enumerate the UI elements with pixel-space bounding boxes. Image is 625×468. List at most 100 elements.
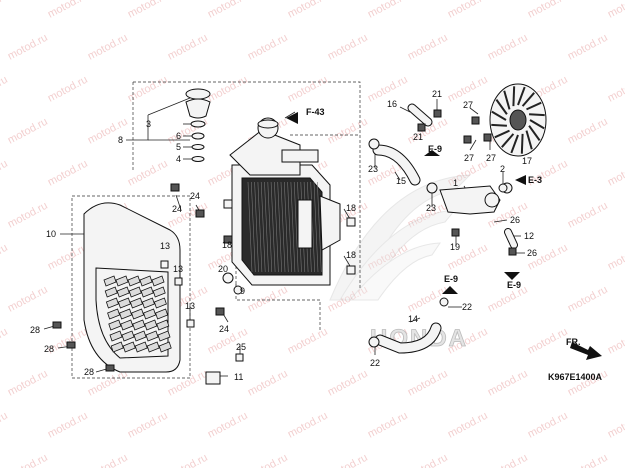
watermark-text: motod.ru	[446, 410, 490, 441]
watermark-text: motod.ru	[246, 368, 290, 399]
callout-15: 15	[396, 176, 406, 186]
ref-arrows	[286, 112, 526, 294]
watermark-text: motod.ru	[46, 0, 90, 21]
grille-slat	[119, 308, 133, 320]
callout-13-a: 13	[160, 241, 170, 251]
watermark-text: motod.ru	[0, 410, 10, 441]
fan-blade	[521, 92, 535, 107]
callout-24-b: 24	[190, 191, 200, 201]
fan-blade	[528, 125, 541, 141]
ref-e9-a: E-9	[428, 144, 442, 154]
callout-8: 8	[118, 135, 123, 145]
grille-slat	[140, 286, 154, 298]
grille-slat	[129, 297, 143, 309]
watermark-text: motod.ru	[166, 452, 210, 468]
radiator-fin	[267, 181, 273, 273]
grille-slat	[108, 319, 122, 331]
diagram-code: K967E1400A	[548, 372, 603, 382]
callout-labels: F-43 E-9 E-3 E-9 E-9 1 2 3 4 5 6 8 9 10 …	[30, 89, 603, 382]
grille-slat	[121, 330, 135, 342]
watermark-text: motod.ru	[606, 242, 625, 273]
watermark-text: motod.ru	[0, 74, 10, 105]
fr-label: FR.	[566, 337, 581, 347]
watermark-text: motod.ru	[606, 0, 625, 21]
grille-slat	[151, 275, 165, 287]
callout-11: 11	[234, 372, 243, 382]
watermark-text: motod.ru	[286, 0, 330, 21]
grille-slat	[107, 308, 121, 320]
watermark-text: motod.ru	[406, 368, 450, 399]
fan-blade	[526, 101, 542, 111]
grille-slat	[122, 341, 136, 353]
watermark-text: motod.ru	[166, 32, 210, 63]
grille-slat	[117, 297, 131, 309]
callout-25: 25	[236, 342, 246, 352]
watermark-text: motod.ru	[486, 452, 530, 468]
watermark-text: motod.ru	[246, 284, 290, 315]
radiator-fin	[274, 181, 279, 273]
watermark-text: motod.ru	[46, 410, 90, 441]
hoses	[372, 103, 518, 354]
fan-blade	[517, 86, 526, 106]
callout-6: 6	[176, 131, 181, 141]
watermark-text: motod.ru	[486, 32, 530, 63]
callout-18-b: 18	[346, 203, 356, 213]
ref-e9-c: E-9	[444, 274, 458, 284]
watermark-text: motod.ru	[86, 116, 130, 147]
radiator-core	[229, 117, 341, 286]
callout-23-a: 23	[368, 164, 378, 174]
radiator-fin	[287, 181, 292, 273]
watermark-text: motod.ru	[86, 452, 130, 468]
callout-26-b: 26	[527, 248, 537, 258]
radiator-fin	[293, 181, 299, 273]
callout-18-c: 18	[346, 250, 356, 260]
watermark-text: motod.ru	[206, 74, 250, 105]
callout-24-c: 24	[219, 324, 229, 334]
callout-22-a: 22	[462, 302, 472, 312]
grille-slat	[120, 319, 134, 331]
grille-slat	[145, 330, 159, 342]
watermark-text: motod.ru	[0, 242, 10, 273]
watermark-text: motod.ru	[326, 452, 370, 468]
fan-blade	[525, 130, 533, 150]
watermark-text: motod.ru	[326, 32, 370, 63]
fan-blade	[494, 129, 510, 139]
callout-28-a: 28	[30, 325, 40, 335]
watermark-text: motod.ru	[406, 32, 450, 63]
watermark-text: motod.ru	[406, 452, 450, 468]
callout-28-c: 28	[84, 367, 94, 377]
grille-slat	[139, 275, 153, 287]
callout-3: 3	[146, 119, 151, 129]
callout-13-b: 13	[173, 264, 183, 274]
watermark-text: motod.ru	[566, 200, 610, 231]
grille-slat	[109, 330, 123, 342]
callout-5: 5	[176, 142, 181, 152]
watermark-text: motod.ru	[286, 74, 330, 105]
watermark-text: motod.ru	[606, 74, 625, 105]
watermark-text: motod.ru	[46, 158, 90, 189]
ref-f43: F-43	[306, 107, 325, 117]
radiator-fin	[290, 181, 296, 273]
ref-e3: E-3	[528, 175, 542, 185]
callout-12: 12	[524, 231, 534, 241]
honda-wing-logo	[329, 174, 472, 301]
watermark-text: motod.ru	[566, 452, 610, 468]
grille-slat	[155, 308, 169, 320]
callout-16: 16	[387, 99, 397, 109]
callout-19: 19	[450, 242, 460, 252]
grille-slat	[127, 275, 141, 287]
watermark-text: motod.ru	[366, 0, 410, 21]
callout-22-b: 22	[370, 358, 380, 368]
callout-10: 10	[46, 229, 56, 239]
watermark-text: motod.ru	[206, 410, 250, 441]
watermark-text: motod.ru	[606, 326, 625, 357]
watermark-text: motod.ru	[206, 0, 250, 21]
callout-27-c: 27	[486, 153, 496, 163]
callout-18-a: 18	[222, 240, 232, 250]
watermark-text: motod.ru	[326, 116, 370, 147]
grille-slat	[132, 319, 146, 331]
ref-e9-b: E-9	[507, 280, 521, 290]
cooling-fan	[489, 83, 547, 157]
grille-slat	[133, 330, 147, 342]
watermark-text: motod.ru	[6, 32, 50, 63]
